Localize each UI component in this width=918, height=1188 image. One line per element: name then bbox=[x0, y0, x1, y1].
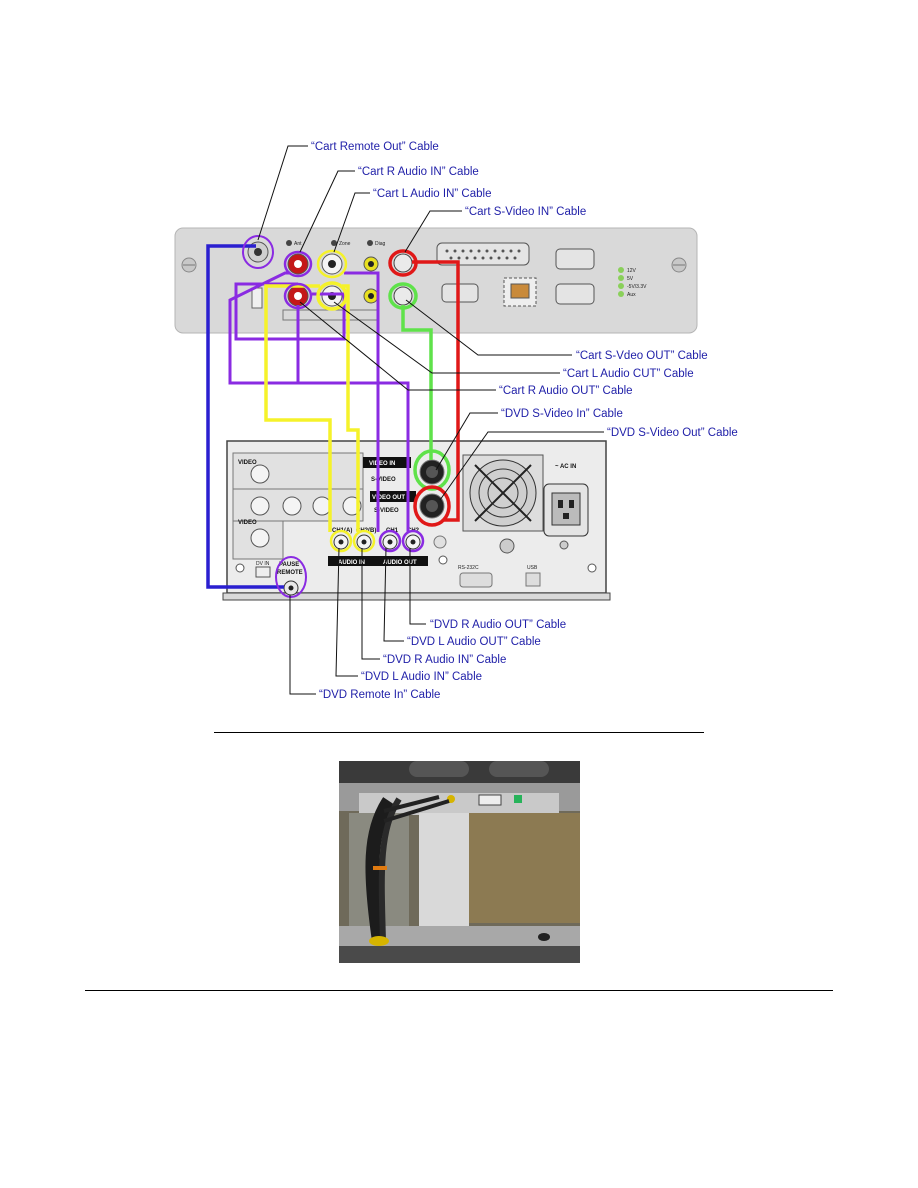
callout-cart-svideo-out: “Cart S-Vdeo OUT” Cable bbox=[576, 350, 708, 362]
green-svideo-cable bbox=[401, 305, 433, 460]
s-video-label-2: S-VIDEO bbox=[374, 508, 399, 514]
yellow-cable-1 bbox=[264, 284, 332, 532]
callout-dvd-svideo-out: “DVD S-Video Out” Cable bbox=[607, 427, 738, 439]
video-label-2: VIDEO bbox=[238, 520, 257, 526]
callout-cart-svideo-in: “Cart S-Video IN” Cable bbox=[465, 206, 586, 218]
callout-dvd-svideo-in: “DVD S-Video In” Cable bbox=[501, 408, 623, 420]
video-in-label: VIDEO IN bbox=[369, 461, 395, 467]
callout-dvd-remote-in: “DVD Remote In” Cable bbox=[319, 689, 440, 701]
dv-in-label: DV IN bbox=[256, 561, 270, 567]
purple-cable-3 bbox=[344, 271, 380, 532]
divider-short bbox=[214, 732, 704, 733]
callout-dvd-l-audio-in: “DVD L Audio IN” Cable bbox=[361, 671, 482, 683]
cart-panel: Ant Zone Diag bbox=[174, 227, 698, 334]
callout-cart-r-audio-out: “Cart R Audio OUT” Cable bbox=[499, 385, 633, 397]
label-ant: Ant bbox=[294, 241, 302, 247]
audio-in-label: AUDIO IN bbox=[338, 560, 365, 566]
audio-out-label: AUDIO OUT bbox=[383, 560, 417, 566]
cart-svideo-in-jack bbox=[393, 253, 413, 273]
voltage-minus5v: -5V/3.3V bbox=[627, 284, 647, 290]
callouts: “Cart Remote Out” Cable “Cart R Audio IN… bbox=[311, 141, 738, 701]
s-video-label-1: S-VIDEO bbox=[371, 477, 396, 483]
video-label-1: VIDEO bbox=[238, 460, 257, 466]
callout-dvd-r-audio-out: “DVD R Audio OUT” Cable bbox=[430, 619, 566, 631]
pause-label: PAUSE bbox=[279, 562, 299, 568]
voltage-aux: Aux bbox=[627, 292, 636, 298]
label-zone: Zone bbox=[339, 241, 351, 247]
installation-photo bbox=[339, 761, 580, 963]
red-svideo-cable bbox=[412, 260, 460, 522]
label-diag: Diag bbox=[375, 241, 386, 247]
callout-cart-r-audio-in: “Cart R Audio IN” Cable bbox=[358, 166, 479, 178]
usb-label: USB bbox=[527, 565, 538, 571]
leader-lines bbox=[257, 145, 604, 695]
purple-cable-2 bbox=[228, 271, 298, 385]
remote-label: REMOTE bbox=[277, 570, 303, 576]
cables bbox=[206, 235, 460, 598]
callout-cart-remote-out: “Cart Remote Out” Cable bbox=[311, 141, 439, 153]
voltage-12v: 12V bbox=[627, 268, 637, 274]
rs232c-label: RS-232C bbox=[458, 565, 479, 571]
callout-cart-l-audio-in: “Cart L Audio IN” Cable bbox=[373, 188, 491, 200]
callout-dvd-l-audio-out: “DVD L Audio OUT” Cable bbox=[407, 636, 541, 648]
purple-cable-r bbox=[234, 282, 346, 341]
purple-cable-1 bbox=[296, 305, 410, 533]
video-out-label: VIDEO OUT bbox=[372, 495, 405, 501]
yellow-cable-2 bbox=[342, 284, 360, 532]
blue-remote-cable bbox=[206, 244, 284, 589]
callout-dvd-r-audio-in: “DVD R Audio IN” Cable bbox=[383, 654, 506, 666]
divider-full bbox=[85, 990, 833, 991]
voltage-5v: 5V bbox=[627, 276, 634, 282]
callout-cart-l-audio-out: “Cart L Audio CUT” Cable bbox=[563, 368, 694, 380]
ac-in-label: ~ AC IN bbox=[555, 464, 576, 470]
